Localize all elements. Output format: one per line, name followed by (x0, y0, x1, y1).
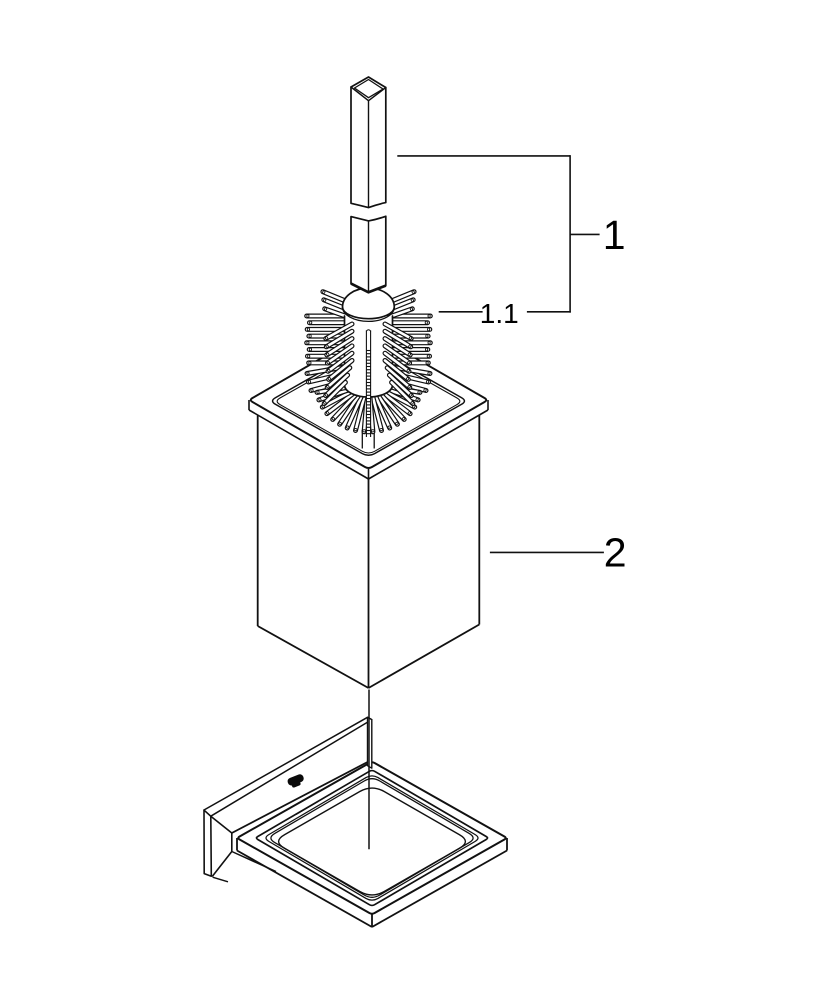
svg-text:1: 1 (603, 212, 626, 258)
svg-text:2: 2 (604, 529, 627, 575)
svg-text:1.1: 1.1 (480, 298, 519, 329)
